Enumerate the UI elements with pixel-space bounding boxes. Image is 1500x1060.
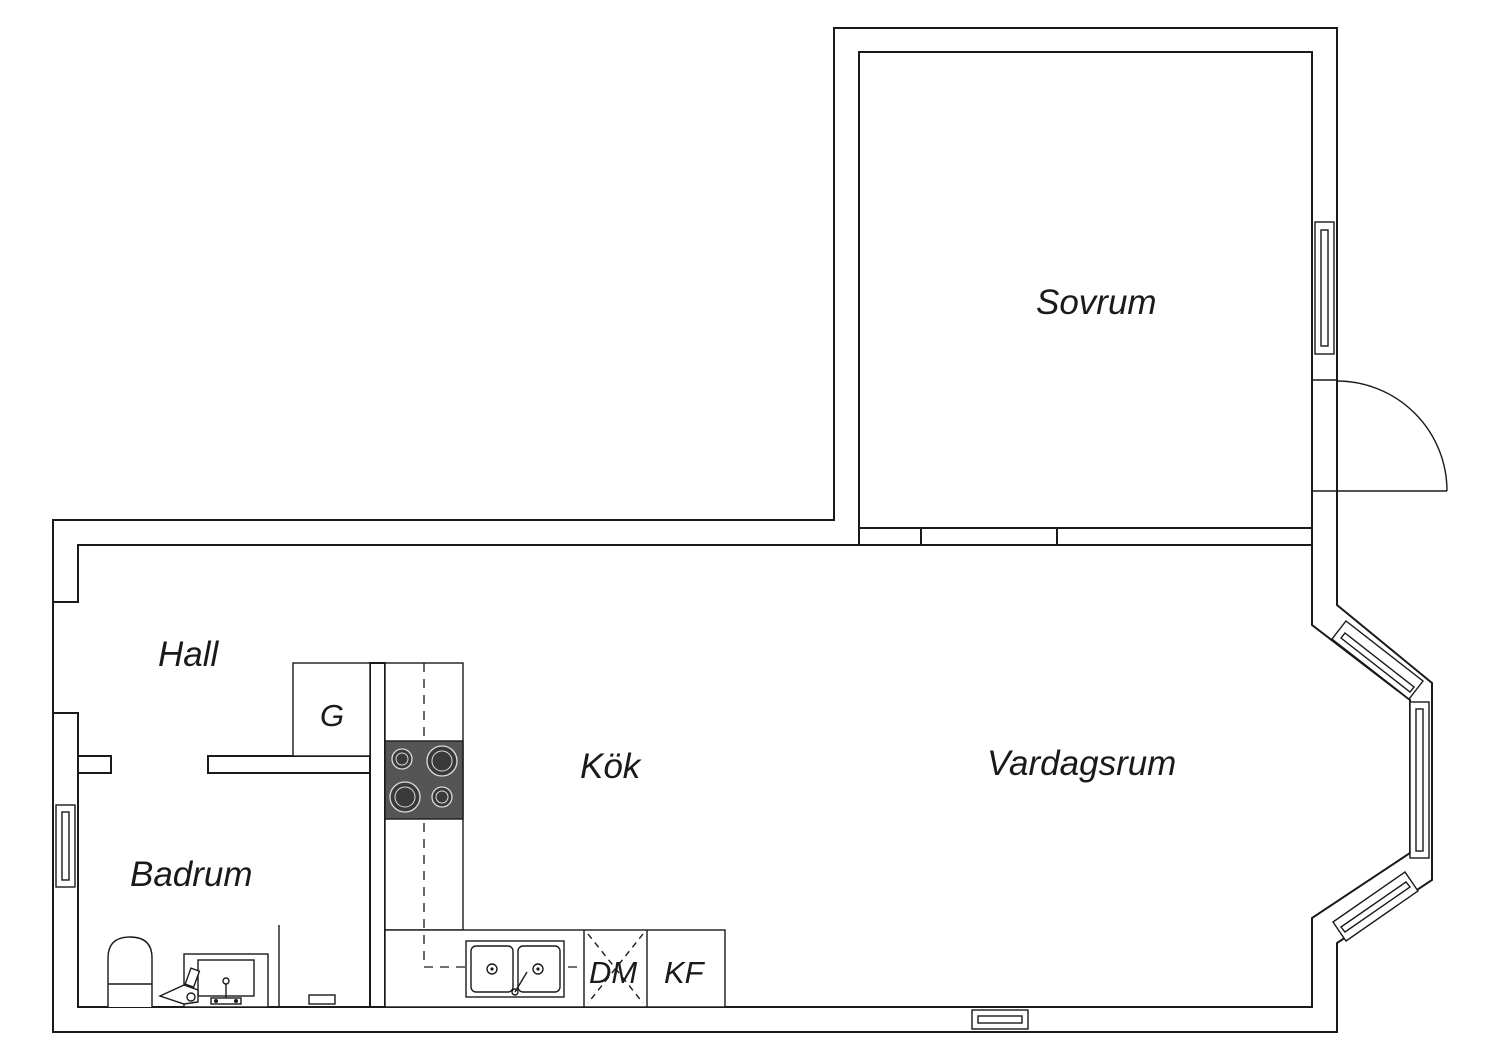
label-fridge-freezer: KF [664, 955, 706, 990]
room-label-sovrum: Sovrum [1036, 283, 1157, 322]
window-badrum [55, 804, 76, 888]
door-swing [1336, 380, 1448, 492]
wall-stub-left [858, 527, 922, 546]
partition-bathroom-top [207, 755, 371, 774]
kitchen-sink-icon [465, 940, 565, 998]
window-bottom [971, 1009, 1029, 1030]
room-label-badrum: Badrum [130, 855, 253, 894]
partition-bathroom-right [369, 662, 386, 1008]
floor-drain [308, 994, 336, 1005]
partition-left-stub [77, 755, 112, 774]
door-opening-sovrum [1313, 381, 1336, 491]
bay-window-lower [1332, 871, 1419, 942]
label-wardrobe: G [320, 698, 344, 733]
bay-window-upper [1331, 620, 1424, 700]
label-dishwasher: DM [589, 955, 637, 990]
wardrobe [292, 662, 371, 757]
exterior-walls [52, 27, 1433, 1033]
bay-window-middle [1409, 701, 1430, 859]
toilet-icon [107, 936, 153, 1007]
room-label-hall: Hall [158, 635, 220, 674]
stove-icon [384, 740, 464, 820]
dishwasher-symbol [587, 933, 644, 1004]
hair-dryer-icon [158, 967, 201, 1005]
wall-stub-right [1056, 527, 1313, 546]
room-label-vardagsrum: Vardagsrum [987, 744, 1176, 783]
window-sovrum [1314, 221, 1335, 355]
room-label-kok: Kök [580, 747, 642, 786]
